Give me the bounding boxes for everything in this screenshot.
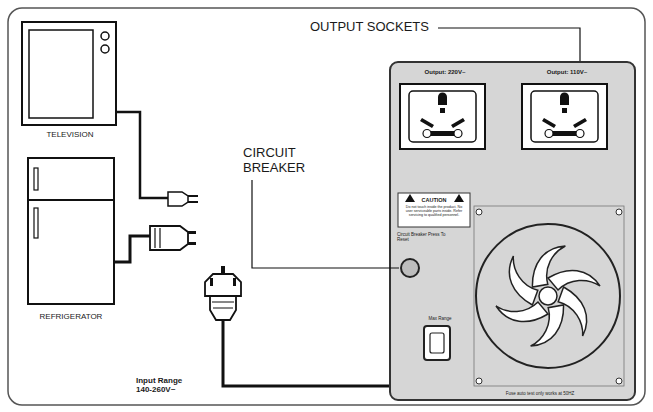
socket-label: Output: 220V~ [405,69,485,76]
appliance-label: TELEVISION [22,130,118,139]
input-range-label: Input Range 140-260V~ [136,376,198,394]
caution-note: Do not touch inside the product. No user… [402,205,466,217]
socket-label: Output: 110V~ [527,69,607,76]
panel-note: Fuse auto test only works at 50HZ [455,391,625,396]
caution-heading: CAUTION [416,197,452,203]
appliance-label: REFRIGERATOR [22,312,120,321]
input-label: Max Range [420,316,460,321]
callout-label: CIRCUIT BREAKER [243,146,321,176]
breaker-note: Circuit Breaker Press To Reset [397,232,449,242]
callout-label: OUTPUT SOCKETS [310,20,438,35]
